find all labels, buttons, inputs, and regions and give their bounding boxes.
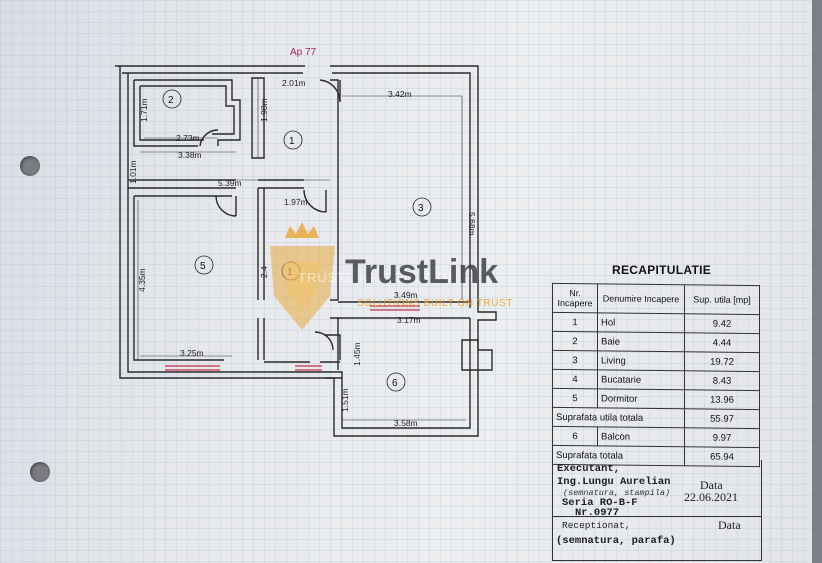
dim-label: 5.39m	[218, 178, 242, 188]
cell-nr: 2	[552, 331, 598, 351]
dim-label: 1.45m	[352, 342, 362, 366]
lion-crest-logo	[270, 222, 335, 330]
cell-name: Dormitor	[597, 388, 685, 409]
table-header-row: Nr. Incapere Denumire Incapere Sup. util…	[552, 283, 760, 315]
dim-label: 2.01m	[282, 78, 306, 88]
recap-table: Nr. Incapere Denumire Incapere Sup. util…	[552, 283, 760, 467]
dim-label: 3.17m	[397, 315, 421, 325]
watermark: TRUSTLINK SOLUTIONS TrustLink SOLUTIONS …	[270, 222, 513, 330]
header-area: Sup. utila [mp]	[684, 284, 760, 315]
room-circle	[194, 255, 214, 275]
header-name: Denumire Incapere	[597, 283, 685, 314]
engineer-name: Ing.Lungu Aurelian	[557, 476, 671, 488]
dim-label: 3.58m	[394, 418, 418, 428]
date-label-2: Data	[718, 518, 741, 532]
table-row: 1 Hol 9.42	[552, 312, 760, 334]
total-useful-label: Suprafata utila totala	[552, 407, 685, 428]
dim-label: 2.4	[259, 266, 269, 278]
dim-label: 3.49m	[394, 290, 418, 300]
cell-nr: 4	[552, 369, 598, 389]
windows	[165, 305, 420, 371]
total-useful-value: 55.97	[684, 408, 760, 429]
room-circle	[412, 197, 432, 217]
room-circle	[162, 89, 182, 109]
apartment-label: Ap 77	[290, 47, 317, 58]
watermark-tagline: SOLUTIONS BUILT ON TRUST	[357, 298, 513, 309]
cell-area: 19.72	[684, 351, 760, 372]
room-number: 1	[289, 136, 295, 147]
executant-label: Executant,	[557, 463, 621, 475]
cell-area: 9.42	[684, 313, 760, 334]
punch-hole	[30, 462, 50, 482]
room-number: 3	[418, 203, 424, 214]
divider	[552, 516, 761, 517]
dim-label: 5.68m	[467, 212, 477, 236]
room-circle	[386, 372, 406, 392]
room-number: 2	[168, 95, 174, 106]
cell-name: Baie	[597, 331, 685, 352]
room-number: 6	[392, 378, 398, 389]
received-note: (semnatura, parafa)	[556, 535, 676, 547]
room-circle	[283, 130, 303, 150]
table-row: 5 Dormitor 13.96	[552, 388, 760, 410]
cell-area: 4.44	[684, 332, 760, 353]
dim-label: 4.35m	[137, 268, 147, 292]
received-label: Receptionat,	[562, 520, 631, 531]
date-label: Data	[700, 478, 723, 492]
balcony-row: 6 Balcon 9.97	[552, 426, 760, 448]
dim-label: 1.51m	[340, 388, 350, 412]
dim-label: 1.98m	[259, 98, 269, 122]
cell-name: Bucatarie	[597, 369, 685, 390]
dim-label: 3.42m	[388, 89, 412, 99]
total-useful-row: Suprafata utila totala 55.97	[552, 407, 760, 429]
dim-label: 1.97m	[284, 197, 308, 207]
dim-label: 3.38m	[178, 150, 202, 160]
dim-label: 1.01m	[128, 160, 138, 184]
room-number: 5	[200, 261, 206, 272]
cell-name: Balcon	[597, 426, 685, 447]
cell-nr: 3	[552, 350, 598, 370]
number-label: Nr.0977	[575, 507, 620, 519]
table-row: 3 Living 19.72	[552, 350, 760, 372]
table-row: 2 Baie 4.44	[552, 331, 760, 353]
cell-nr: 6	[552, 426, 598, 446]
signature-note: (semnatura, stampila)	[563, 488, 671, 498]
date-value: 22.06.2021	[684, 490, 738, 504]
cell-name: Living	[597, 350, 685, 371]
watermark-brand: TrustLink	[345, 253, 498, 291]
dim-label: 2.73m	[176, 133, 200, 143]
series-label: Seria RO-B-F	[562, 497, 638, 509]
dim-label: 3.25m	[180, 348, 204, 358]
dim-label: 1.71m	[139, 98, 149, 122]
punch-hole	[20, 156, 40, 176]
watermark-text-bg: TRUSTLINK SOLUTIONS	[298, 270, 468, 285]
cell-nr: 1	[552, 312, 598, 332]
cell-area: 8.43	[684, 370, 760, 391]
recap-title: RECAPITULATIE	[612, 263, 712, 277]
cell-nr: 5	[552, 388, 598, 408]
dimension-lines	[134, 78, 470, 421]
cell-area: 13.96	[684, 389, 760, 410]
cell-name: Hol	[597, 312, 685, 333]
walls	[115, 65, 497, 437]
header-nr: Nr. Incapere	[552, 283, 598, 313]
signature-block	[552, 460, 762, 561]
cell-area: 9.97	[684, 427, 760, 448]
table-row: 4 Bucatarie 8.43	[552, 369, 760, 391]
